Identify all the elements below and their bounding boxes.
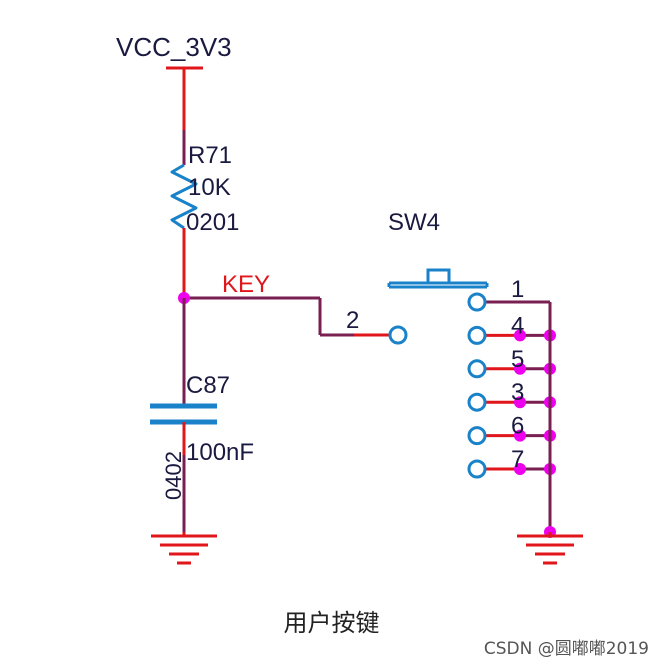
- watermark: CSDN @圆嘟嘟2019: [483, 639, 649, 659]
- junction-dot: [514, 463, 526, 475]
- vcc-power-symbol: [166, 66, 203, 130]
- switch-designator: SW4: [388, 209, 440, 236]
- ground-symbol-right: [517, 532, 583, 565]
- switch-output-terminal: [467, 426, 487, 446]
- vcc-net-label: VCC_3V3: [116, 32, 232, 62]
- capacitor-designator: C87: [186, 372, 230, 399]
- switch-pin-2-label: 2: [346, 307, 359, 334]
- switch-pin-label: 7: [511, 446, 524, 473]
- switch-output-terminal: [467, 359, 487, 379]
- junction-dot: [514, 362, 526, 375]
- junction-dot: [514, 329, 526, 342]
- capacitor-c87: [150, 298, 217, 532]
- key-net-label: KEY: [222, 271, 270, 298]
- switch-pin-label: 6: [511, 413, 524, 440]
- key-net-wire: [182, 268, 390, 337]
- resistor-value: 10K: [188, 174, 231, 201]
- switch-output-terminal: [467, 459, 487, 479]
- ground-symbol-left: [151, 532, 217, 565]
- resistor-designator: R71: [188, 142, 232, 169]
- junction-dot: [514, 429, 526, 442]
- junction-dot: [514, 396, 526, 409]
- capacitor-package: 0402: [161, 451, 186, 500]
- resistor-package: 0201: [186, 209, 239, 236]
- capacitor-value: 100nF: [186, 439, 254, 466]
- switch-output-terminal: [467, 325, 487, 345]
- switch-pin-label: 3: [511, 379, 524, 406]
- figure-caption: 用户按键: [283, 609, 380, 637]
- switch-pin-label: 4: [511, 312, 524, 339]
- switch-output-terminal: [467, 292, 487, 312]
- switch-pin-label: 5: [511, 346, 524, 373]
- switch-output-terminal: [467, 392, 487, 412]
- switch-input-terminal: [388, 325, 408, 345]
- schematic-diagram: VCC_3V3 R71 10K 0201 KEY C87 100nF 0402 …: [116, 32, 583, 565]
- switch-pin-label: 1: [511, 276, 524, 303]
- resistor-r71: [170, 130, 198, 268]
- switch-actuator: [387, 268, 489, 289]
- switch-output-terminals: 1 4 5 3 6 7: [467, 276, 556, 479]
